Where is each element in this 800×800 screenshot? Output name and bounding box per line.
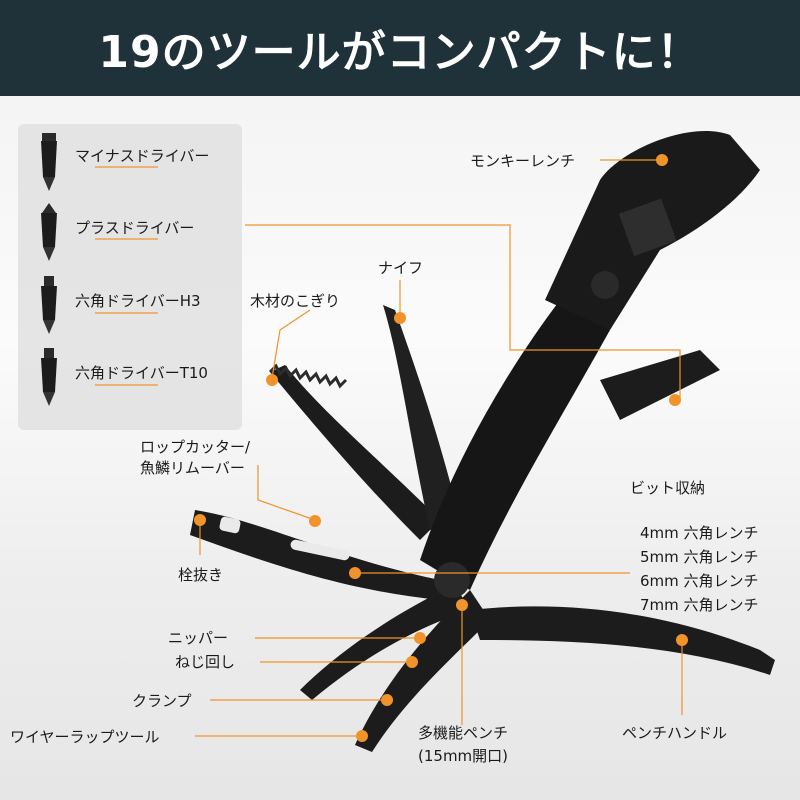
label-bit-storage: ビット収納 [630,479,706,497]
hex-h3-bit-icon [41,276,57,334]
label-saw: 木材のこぎり [250,292,341,310]
flat-bit-icon [41,133,57,191]
label-screw-driver: ねじ回し [175,653,236,671]
label-hex-4: 4mm 六角レンチ [640,524,759,542]
label-wire-wrap: ワイヤーラップツール [10,728,160,746]
bit-label-torx-t10: 六角ドライバーT10 [75,364,208,382]
bottle-opener-shape [190,510,440,600]
bit-storage-shape [600,350,720,420]
label-pliers-1: 多機能ペンチ [418,724,509,742]
label-clamp: クランプ [132,692,192,710]
label-pliers-handle: ペンチハンドル [622,724,728,742]
saw-shape [270,365,440,540]
label-nipper: ニッパー [168,629,229,647]
label-hex-7: 7mm 六角レンチ [640,596,759,614]
bit-label-flat: マイナスドライバー [75,147,210,165]
banner-title: 19のツールがコンパクトに！ [98,27,702,78]
phillips-bit-icon [41,203,57,261]
torx-t10-bit-icon [41,348,57,406]
label-monkey-wrench: モンキーレンチ [470,152,576,170]
label-rope-cutter-2: 魚鱗リムーバー [140,459,245,477]
pliers-handle-shape [470,606,775,675]
label-pliers-2: (15mm開口) [418,747,509,765]
label-hex-5: 5mm 六角レンチ [640,548,759,566]
title-banner: 19のツールがコンパクトに！ [0,0,800,96]
main-body-shape [420,300,610,590]
label-rope-cutter-1: ロップカッター/ [140,438,251,456]
bit-label-phillips: プラスドライバー [75,219,195,237]
label-bottle-opener: 栓抜き [178,566,224,584]
label-hex-6: 6mm 六角レンチ [640,572,759,590]
label-knife: ナイフ [378,259,424,277]
bit-label-hex-h3: 六角ドライバーH3 [75,292,201,310]
knife-shape [383,305,460,530]
pliers-jaw-upper [300,585,470,700]
pliers-jaw-lower [355,590,490,752]
